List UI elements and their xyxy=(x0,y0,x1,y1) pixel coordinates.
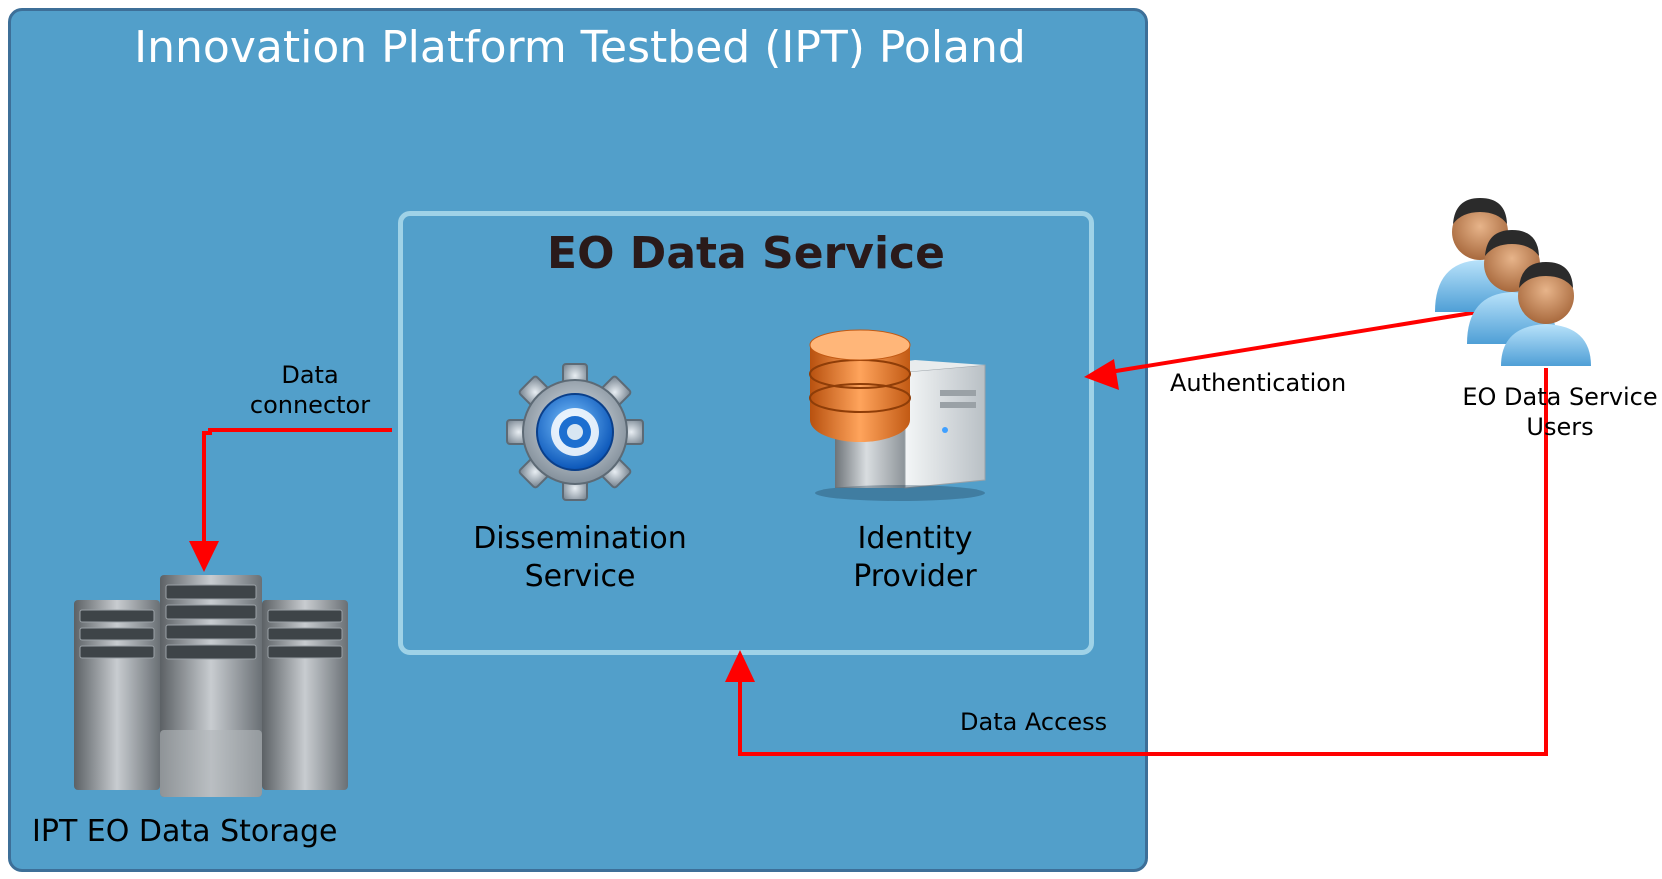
data-connector-line1: Data xyxy=(281,361,339,389)
server-rack-icon xyxy=(74,575,348,797)
identity-label-line1: Identity xyxy=(857,521,973,556)
users-group-icon xyxy=(1435,198,1591,366)
authentication-arrow xyxy=(1084,309,1485,390)
authentication-label: Authentication xyxy=(1170,369,1347,397)
identity-label-line2: Provider xyxy=(853,558,977,594)
platform-title: Innovation Platform Testbed (IPT) Poland xyxy=(134,22,1026,73)
dissemination-label-line1: Dissemination xyxy=(473,521,687,556)
data-connector-line2: connector xyxy=(249,391,371,419)
identity-provider-label: Identity Provider xyxy=(790,520,1040,595)
eo-data-service-container xyxy=(398,211,1094,655)
users-label-line1: EO Data Service xyxy=(1462,383,1658,411)
dissemination-label-line2: Service xyxy=(524,558,636,594)
users-label: EO Data Service Users xyxy=(1450,382,1662,442)
users-label-line2: Users xyxy=(1526,413,1594,441)
storage-label: IPT EO Data Storage xyxy=(32,814,338,849)
gear-icon xyxy=(506,363,644,501)
data-connector-arrow xyxy=(189,428,392,572)
dissemination-service-label: Dissemination Service xyxy=(450,520,710,595)
data-access-arrow xyxy=(725,368,1548,756)
eo-data-service-title: EO Data Service xyxy=(547,228,945,279)
data-connector-label: Data connector xyxy=(240,360,380,420)
data-access-label: Data Access xyxy=(960,708,1108,736)
database-server-icon xyxy=(809,329,986,501)
